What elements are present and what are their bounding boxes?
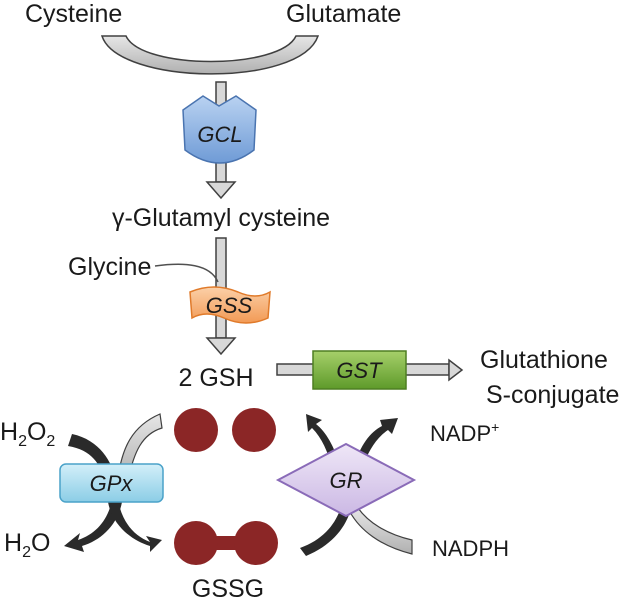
conjugate-label-line1: Glutathione [480,346,608,374]
gsh-label: 2 GSH [178,364,253,392]
gpx-gssg-out-arrow [108,500,162,552]
synthesis-arrow-head-2 [205,337,237,356]
gssg-molecule-right [234,521,278,565]
gssg-label: GSSG [192,575,264,603]
gss-label: GSS [206,293,253,318]
gcl-enzyme [182,95,257,164]
cysteine-label: Cysteine [25,0,122,28]
glutamate-label: Glutamate [286,0,401,28]
merge-crescent [100,35,320,75]
gst-label: GST [336,358,383,383]
h2o2-label: H2O2 [0,418,55,450]
gsh-molecule-2 [232,408,276,452]
gst-enzyme [312,350,407,390]
conjugation-arrow-head [448,358,464,382]
synthesis-arrow-head-1 [205,181,237,200]
nadph-label: NADPH [432,536,509,561]
gssg-molecule-left [174,521,218,565]
gpx-label: GPx [90,471,134,496]
gcl-label: GCL [197,122,242,147]
gss-enzyme [189,286,271,324]
gr-label: GR [330,468,363,493]
gamma-glutamyl-cysteine-label: γ-Glutamyl cysteine [112,204,330,232]
conjugate-label-line2: S-conjugate [486,381,619,409]
gsh-molecule-1 [174,408,218,452]
glycine-connector [154,263,219,283]
nadp-label: NADP+ [430,419,499,446]
glycine-label: Glycine [68,253,151,281]
gpx-enzyme [59,463,164,503]
gr-nadph-in-arrow [349,507,413,555]
h2o-label: H2O [4,529,50,561]
gr-gssg-in-arrow [300,510,350,556]
gr-enzyme [275,442,417,518]
